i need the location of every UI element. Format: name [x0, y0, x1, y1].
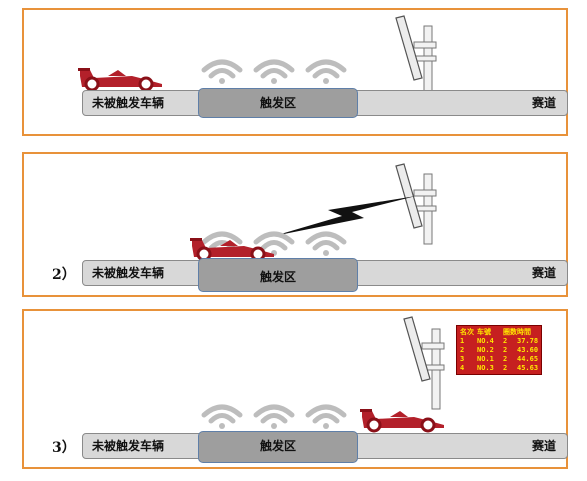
track-label: 赛道 [532, 96, 557, 110]
scoreboard-header-cell: 名次 [460, 328, 474, 336]
scoreboard-cell: 2 [503, 346, 508, 354]
wifi-signal-icon [253, 59, 295, 84]
scoreboard-header-row: 名次 车號 圈数 時間 [457, 328, 541, 337]
scoreboard-cell: 2 [460, 346, 465, 354]
wifi-signal-icon [305, 59, 347, 84]
scoreboard-cell: 2 [503, 337, 508, 345]
scoreboard-row: 1 NO.4 2 37.78 [457, 337, 541, 346]
stage-2-panel: 2） 未被触发车辆 触发区 赛道 [22, 152, 568, 297]
scoreboard-header-cell: 车號 [477, 328, 491, 336]
scoreboard-header-cell: 圈数 [503, 328, 517, 336]
race-car-icon [360, 409, 444, 433]
trigger-zone-label: 触发区 [260, 96, 297, 110]
wifi-signal-icon [253, 404, 295, 429]
scoreboard-cell: NO.1 [477, 355, 494, 363]
scoreboard-cell: NO.4 [477, 337, 494, 345]
untriggered-car-label: 未被触发车辆 [92, 439, 165, 453]
scoreboard-cell: 37.78 [517, 337, 539, 345]
scoreboard-header-cell: 時間 [517, 328, 531, 336]
untriggered-car-label: 未被触发车辆 [92, 266, 165, 280]
trigger-zone [198, 88, 358, 118]
trigger-zone-label: 触发区 [260, 439, 297, 453]
scoreboard-cell: 3 [460, 355, 465, 363]
wifi-signal-icon [201, 404, 243, 429]
scoreboard-cell: NO.3 [477, 364, 494, 372]
scoreboard-cell: NO.2 [477, 346, 494, 354]
race-car-icon [78, 68, 162, 92]
scoreboard-cell: 43.60 [517, 346, 539, 354]
wifi-signal-icon [201, 59, 243, 84]
trigger-zone-label: 触发区 [260, 270, 297, 284]
untriggered-car-label: 未被触发车辆 [92, 96, 165, 110]
scoreboard-row: 3 NO.1 2 44.65 [457, 355, 541, 364]
wireless-signal-bolt-icon [274, 196, 416, 236]
scoreboard-row: 2 NO.2 2 43.60 [457, 346, 541, 355]
step-number: 2） [52, 267, 76, 283]
stage-3-panel: 名次 车號 圈数 時間 1 NO.4 2 37.78 2 NO.2 2 43.6… [22, 309, 568, 469]
scoreboard-cell: 2 [503, 364, 508, 372]
step-number: 3） [52, 440, 76, 456]
scoreboard-cell: 44.65 [517, 355, 539, 363]
antenna-pole-icon [395, 15, 437, 93]
wifi-signal-icon [305, 404, 347, 429]
trigger-zone [198, 431, 358, 463]
race-car-icon [190, 238, 274, 262]
scoreboard-cell: 2 [503, 355, 508, 363]
scoreboard-cell: 45.63 [517, 364, 539, 372]
stage-1-panel: 未被触发车辆 触发区 赛道 [22, 8, 568, 136]
timing-scoreboard: 名次 车號 圈数 時間 1 NO.4 2 37.78 2 NO.2 2 43.6… [456, 325, 542, 375]
trigger-zone [198, 258, 358, 292]
scoreboard-row: 4 NO.3 2 45.63 [457, 364, 541, 373]
track-label: 赛道 [532, 266, 557, 280]
scoreboard-cell: 1 [460, 337, 465, 345]
antenna-pole-icon [403, 316, 445, 410]
wifi-signal-icon [305, 231, 347, 256]
antenna-pole-icon [395, 163, 437, 245]
track-label: 赛道 [532, 439, 557, 453]
scoreboard-cell: 4 [460, 364, 465, 372]
